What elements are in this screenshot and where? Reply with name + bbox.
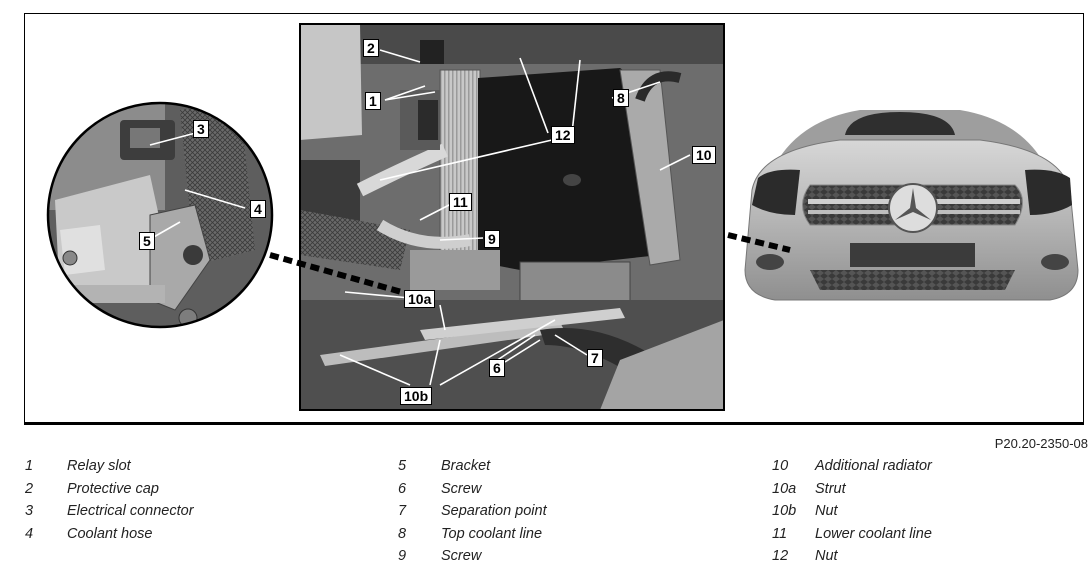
callout-12: 12	[551, 126, 575, 144]
inset-connectors	[269, 232, 791, 303]
callout-7: 7	[587, 349, 603, 367]
legend-number: 5	[398, 458, 407, 474]
legend-row: 9 Screw	[398, 548, 758, 571]
legend-number: 1	[25, 458, 34, 474]
callout-3: 3	[193, 120, 209, 138]
legend-number: 8	[398, 525, 407, 542]
legend-number: 3	[25, 503, 34, 520]
legend-row: 10a Strut	[772, 481, 1082, 504]
detail-inset	[46, 101, 274, 329]
callout-8: 8	[613, 89, 629, 107]
callout-11: 11	[449, 193, 472, 211]
legend-number: 12	[772, 548, 789, 565]
legend-number: 10a	[772, 480, 797, 497]
legend-label: Screw	[441, 548, 482, 565]
legend-row: 10b Nut	[772, 503, 1082, 526]
legend-row: 6 Screw	[398, 481, 758, 504]
legend-number: 10	[772, 458, 789, 474]
legend-column-1: 1 Relay slot 2 Protective cap 3 Electric…	[25, 458, 375, 548]
callout-10: 10	[692, 146, 716, 164]
legend-column-3: 10 Additional radiator 10a Strut 10b Nut…	[772, 458, 1082, 571]
legend-row: 12 Nut	[772, 548, 1082, 571]
diagram-artwork	[46, 23, 1079, 411]
engine-bay-photo	[299, 23, 725, 411]
legend-row: 5 Bracket	[398, 458, 758, 481]
legend-number: 9	[398, 548, 407, 565]
legend-row: 2 Protective cap	[25, 481, 375, 504]
car-front-illustration	[744, 110, 1079, 301]
legend-row: 1 Relay slot	[25, 458, 375, 481]
legend-row: 3 Electrical connector	[25, 503, 375, 526]
legend-label: Separation point	[441, 503, 547, 520]
callout-1: 1	[365, 92, 381, 110]
callout-9: 9	[484, 230, 500, 248]
legend-label: Electrical connector	[67, 503, 194, 520]
legend-number: 11	[772, 525, 788, 542]
callout-10a: 10a	[404, 290, 436, 308]
legend-column-2: 5 Bracket 6 Screw 7 Separation point 8 T…	[398, 458, 758, 571]
legend-label: Nut	[815, 548, 838, 565]
legend-label: Lower coolant line	[815, 525, 932, 542]
legend-label: Additional radiator	[815, 458, 932, 474]
callout-10b: 10b	[400, 387, 433, 405]
legend-number: 6	[398, 480, 407, 497]
callout-4: 4	[250, 200, 266, 218]
legend-label: Relay slot	[67, 458, 131, 474]
legend-row: 7 Separation point	[398, 503, 758, 526]
legend-row: 11 Lower coolant line	[772, 526, 1082, 549]
legend-label: Coolant hose	[67, 525, 153, 542]
callout-2: 2	[363, 39, 379, 57]
callout-5: 5	[139, 232, 155, 250]
legend-label: Strut	[815, 480, 846, 497]
legend-label: Bracket	[441, 458, 491, 474]
callout-6: 6	[489, 359, 505, 377]
legend-label: Screw	[441, 480, 482, 497]
legend-label: Nut	[815, 503, 838, 520]
legend-label: Top coolant line	[441, 525, 543, 542]
legend-number: 7	[398, 503, 407, 520]
document-id: P20.20-2350-08	[994, 436, 1088, 451]
legend-row: 4 Coolant hose	[25, 526, 375, 549]
legend-number: 2	[25, 480, 34, 497]
legend-row: 10 Additional radiator	[772, 458, 1082, 481]
legend-row: 8 Top coolant line	[398, 526, 758, 549]
legend-number: 4	[25, 525, 34, 542]
legend-label: Protective cap	[67, 480, 159, 497]
legend-number: 10b	[772, 503, 797, 520]
